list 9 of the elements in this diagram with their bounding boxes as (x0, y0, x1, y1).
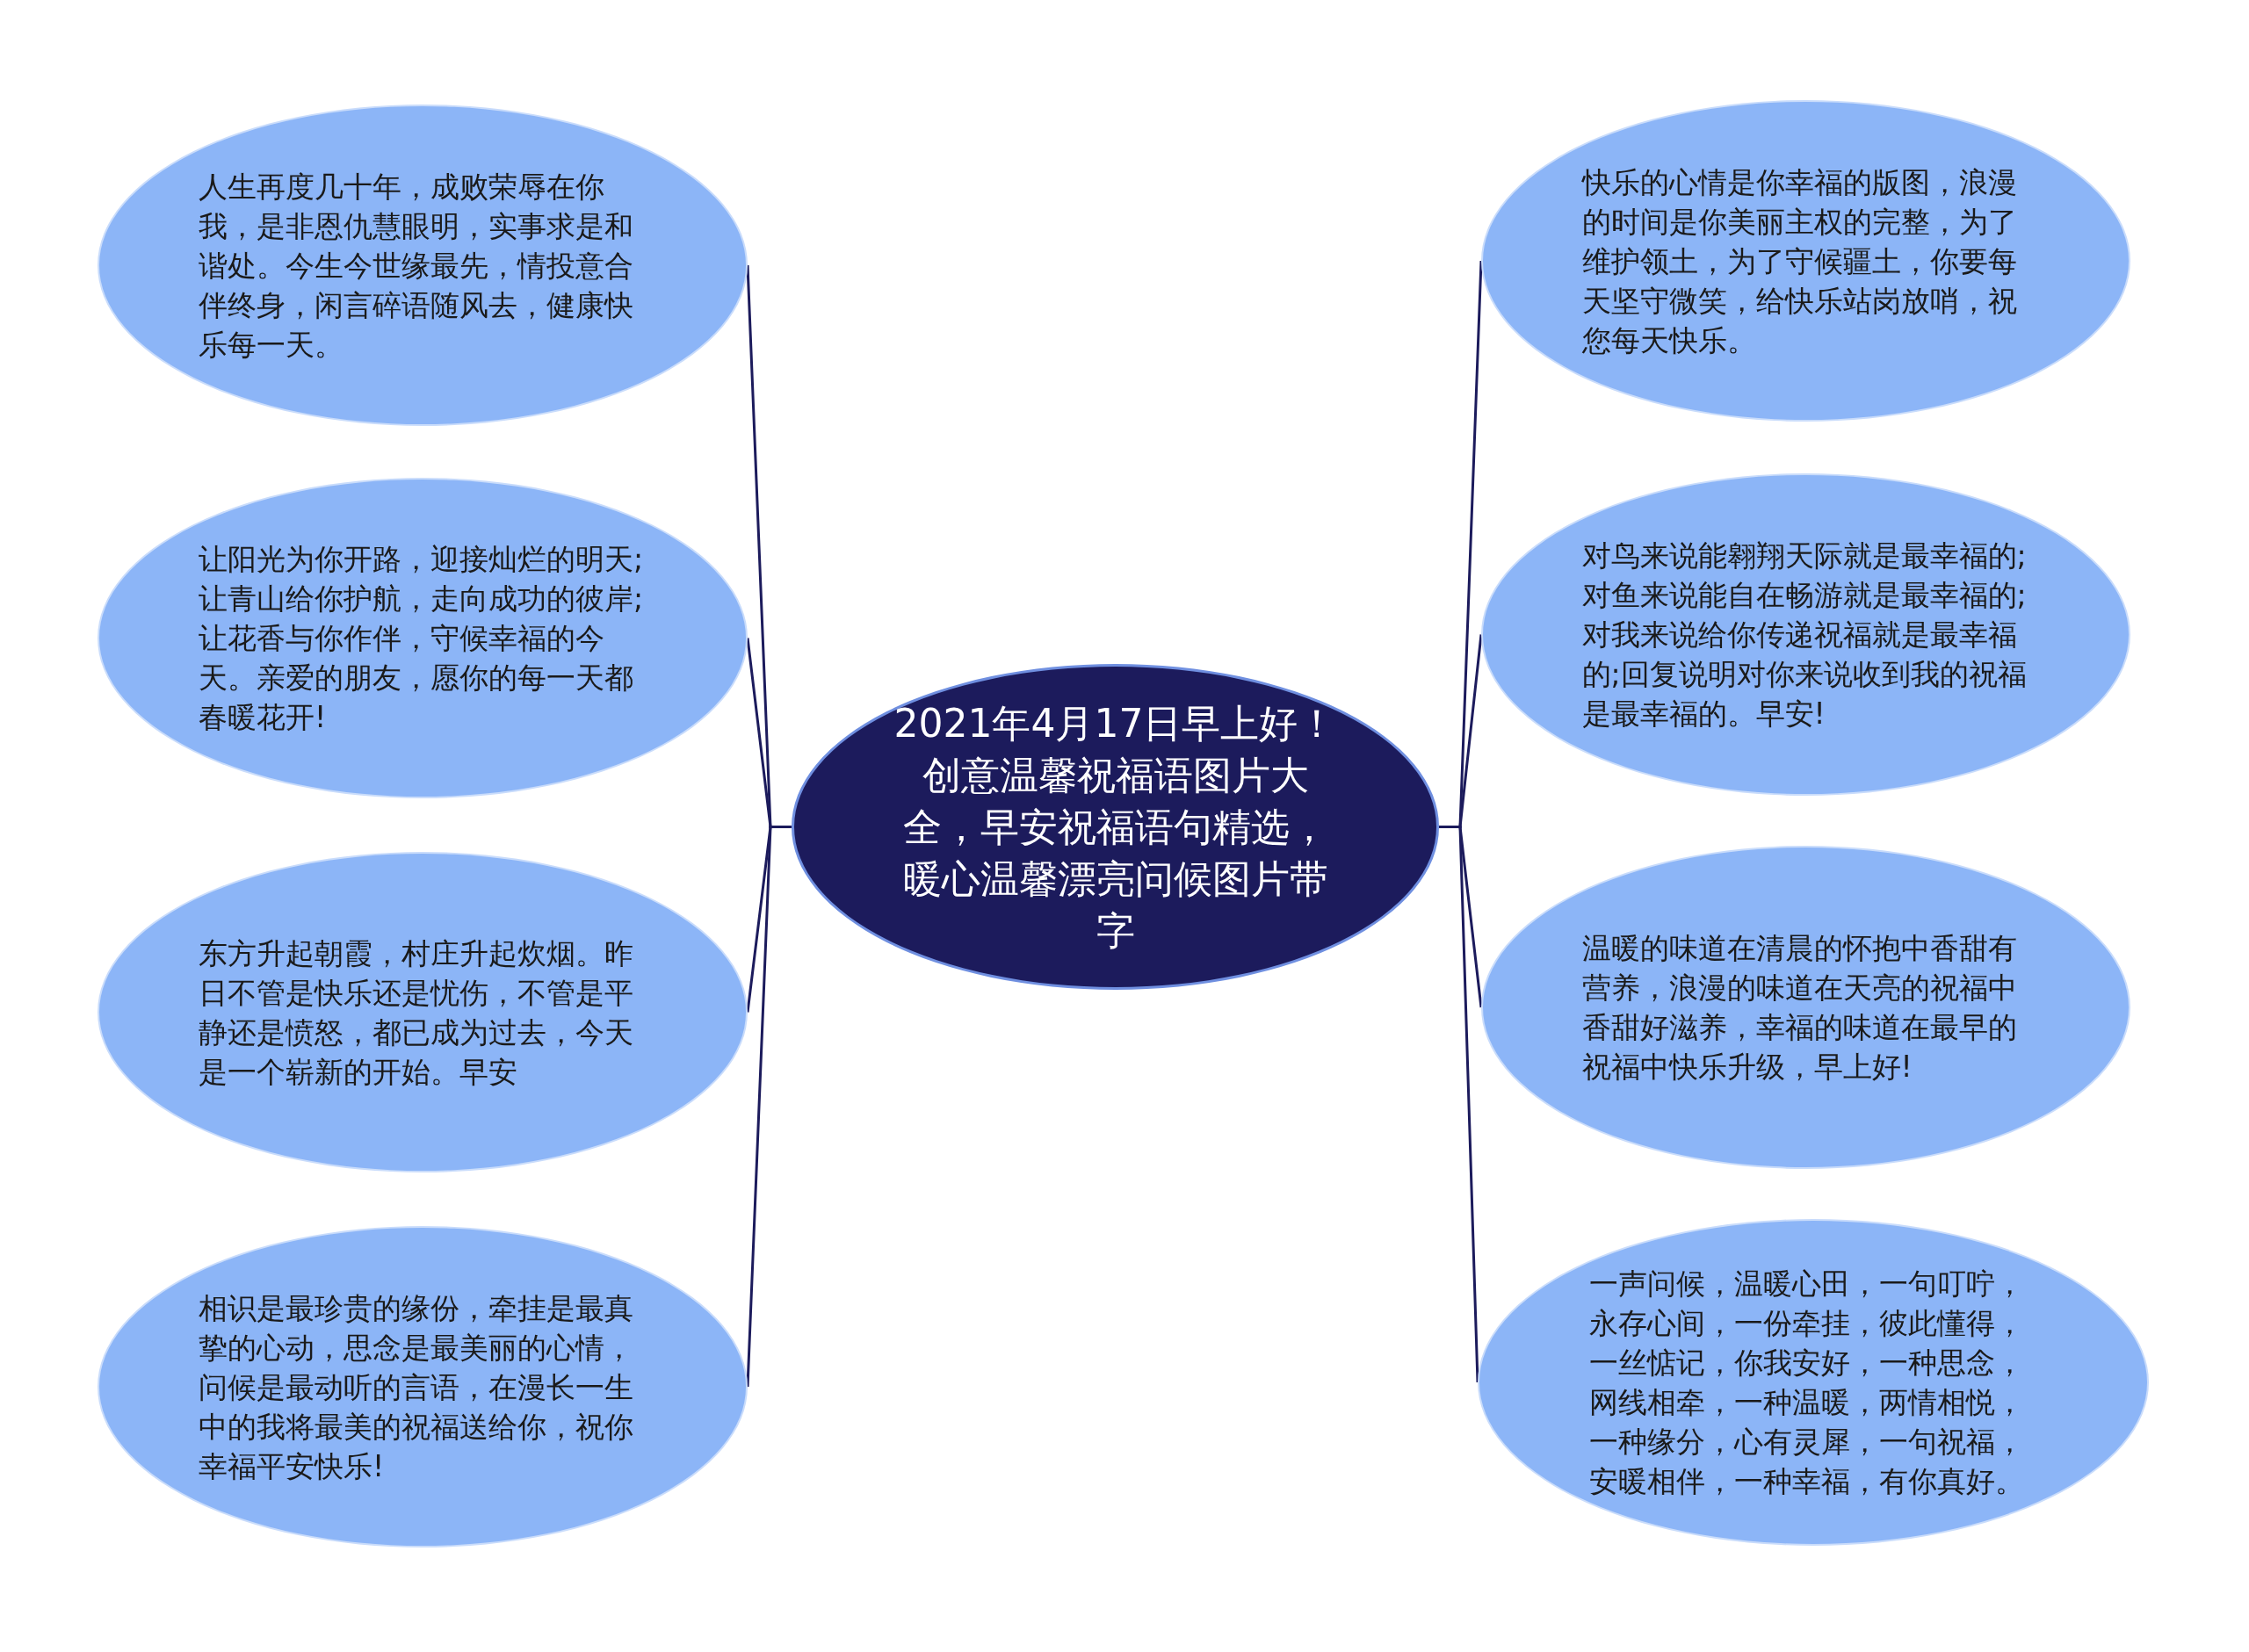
node-text: 让阳光为你开路，迎接灿烂的明天;让青山给你护航，走向成功的彼岸;让花香与你作伴，守候幸福的今天。亲爱的朋友，愿你的每一天都春暖花开! (199, 541, 645, 736)
node-text: 东方升起朝霞，村庄升起炊烟。昨日不管是快乐还是忧伤，不管是平静还是愤怒，都已成为过去，今天是一个崭新的开始。早安 (199, 934, 634, 1091)
node-text: 人生再度几十年，成败荣辱在你我，是非恩仇慧眼明，实事求是和谐处。今生今世缘最先，情投意合伴终身，闲言碎语随风去，健康快乐每一天。 (199, 168, 634, 364)
node-text: 温暖的味道在清晨的怀抱中香甜有营养，浪漫的味道在天亮的祝福中香甜好滋养，幸福的味道在最早的祝福中快乐升级，早上好! (1581, 930, 2018, 1086)
node-text: 一声问候，温暖心田，一句叮咛，永存心间，一份牵挂，彼此懂得，一丝惦记，你我安好，一种思念，网线相牵，一种温暖，两情相悦，一种缘分，心有灵犀，一句祝福，安暖相伴，一种幸福，有你真好。 (1589, 1266, 2025, 1500)
node-text: 快乐的心情是你幸福的版图，浪漫的时间是你美丽主权的完整，为了维护领土，为了守候疆土，你要每天坚守微笑，给快乐站岗放哨，祝您每天快乐。 (1581, 163, 2018, 359)
node-text: 相识是最珍贵的缘份，牵挂是最真挚的心动，思念是最美丽的心情，问候是最动听的言语，在漫长一生中的我将最美的祝福送给你，祝你幸福平安快乐! (199, 1289, 634, 1485)
node-text: 2021年4月17日早上好！创意温馨祝福语图片大全，早安祝福语句精选，暖心温馨漂亮问候图片带字 (893, 700, 1338, 955)
node-text: 对鸟来说能翱翔天际就是最幸福的;对鱼来说能自在畅游就是最幸福的;对我来说给你传递祝福就是最幸福的;回复说明对你来说收到我的祝福是最幸福的。早安! (1581, 537, 2028, 732)
